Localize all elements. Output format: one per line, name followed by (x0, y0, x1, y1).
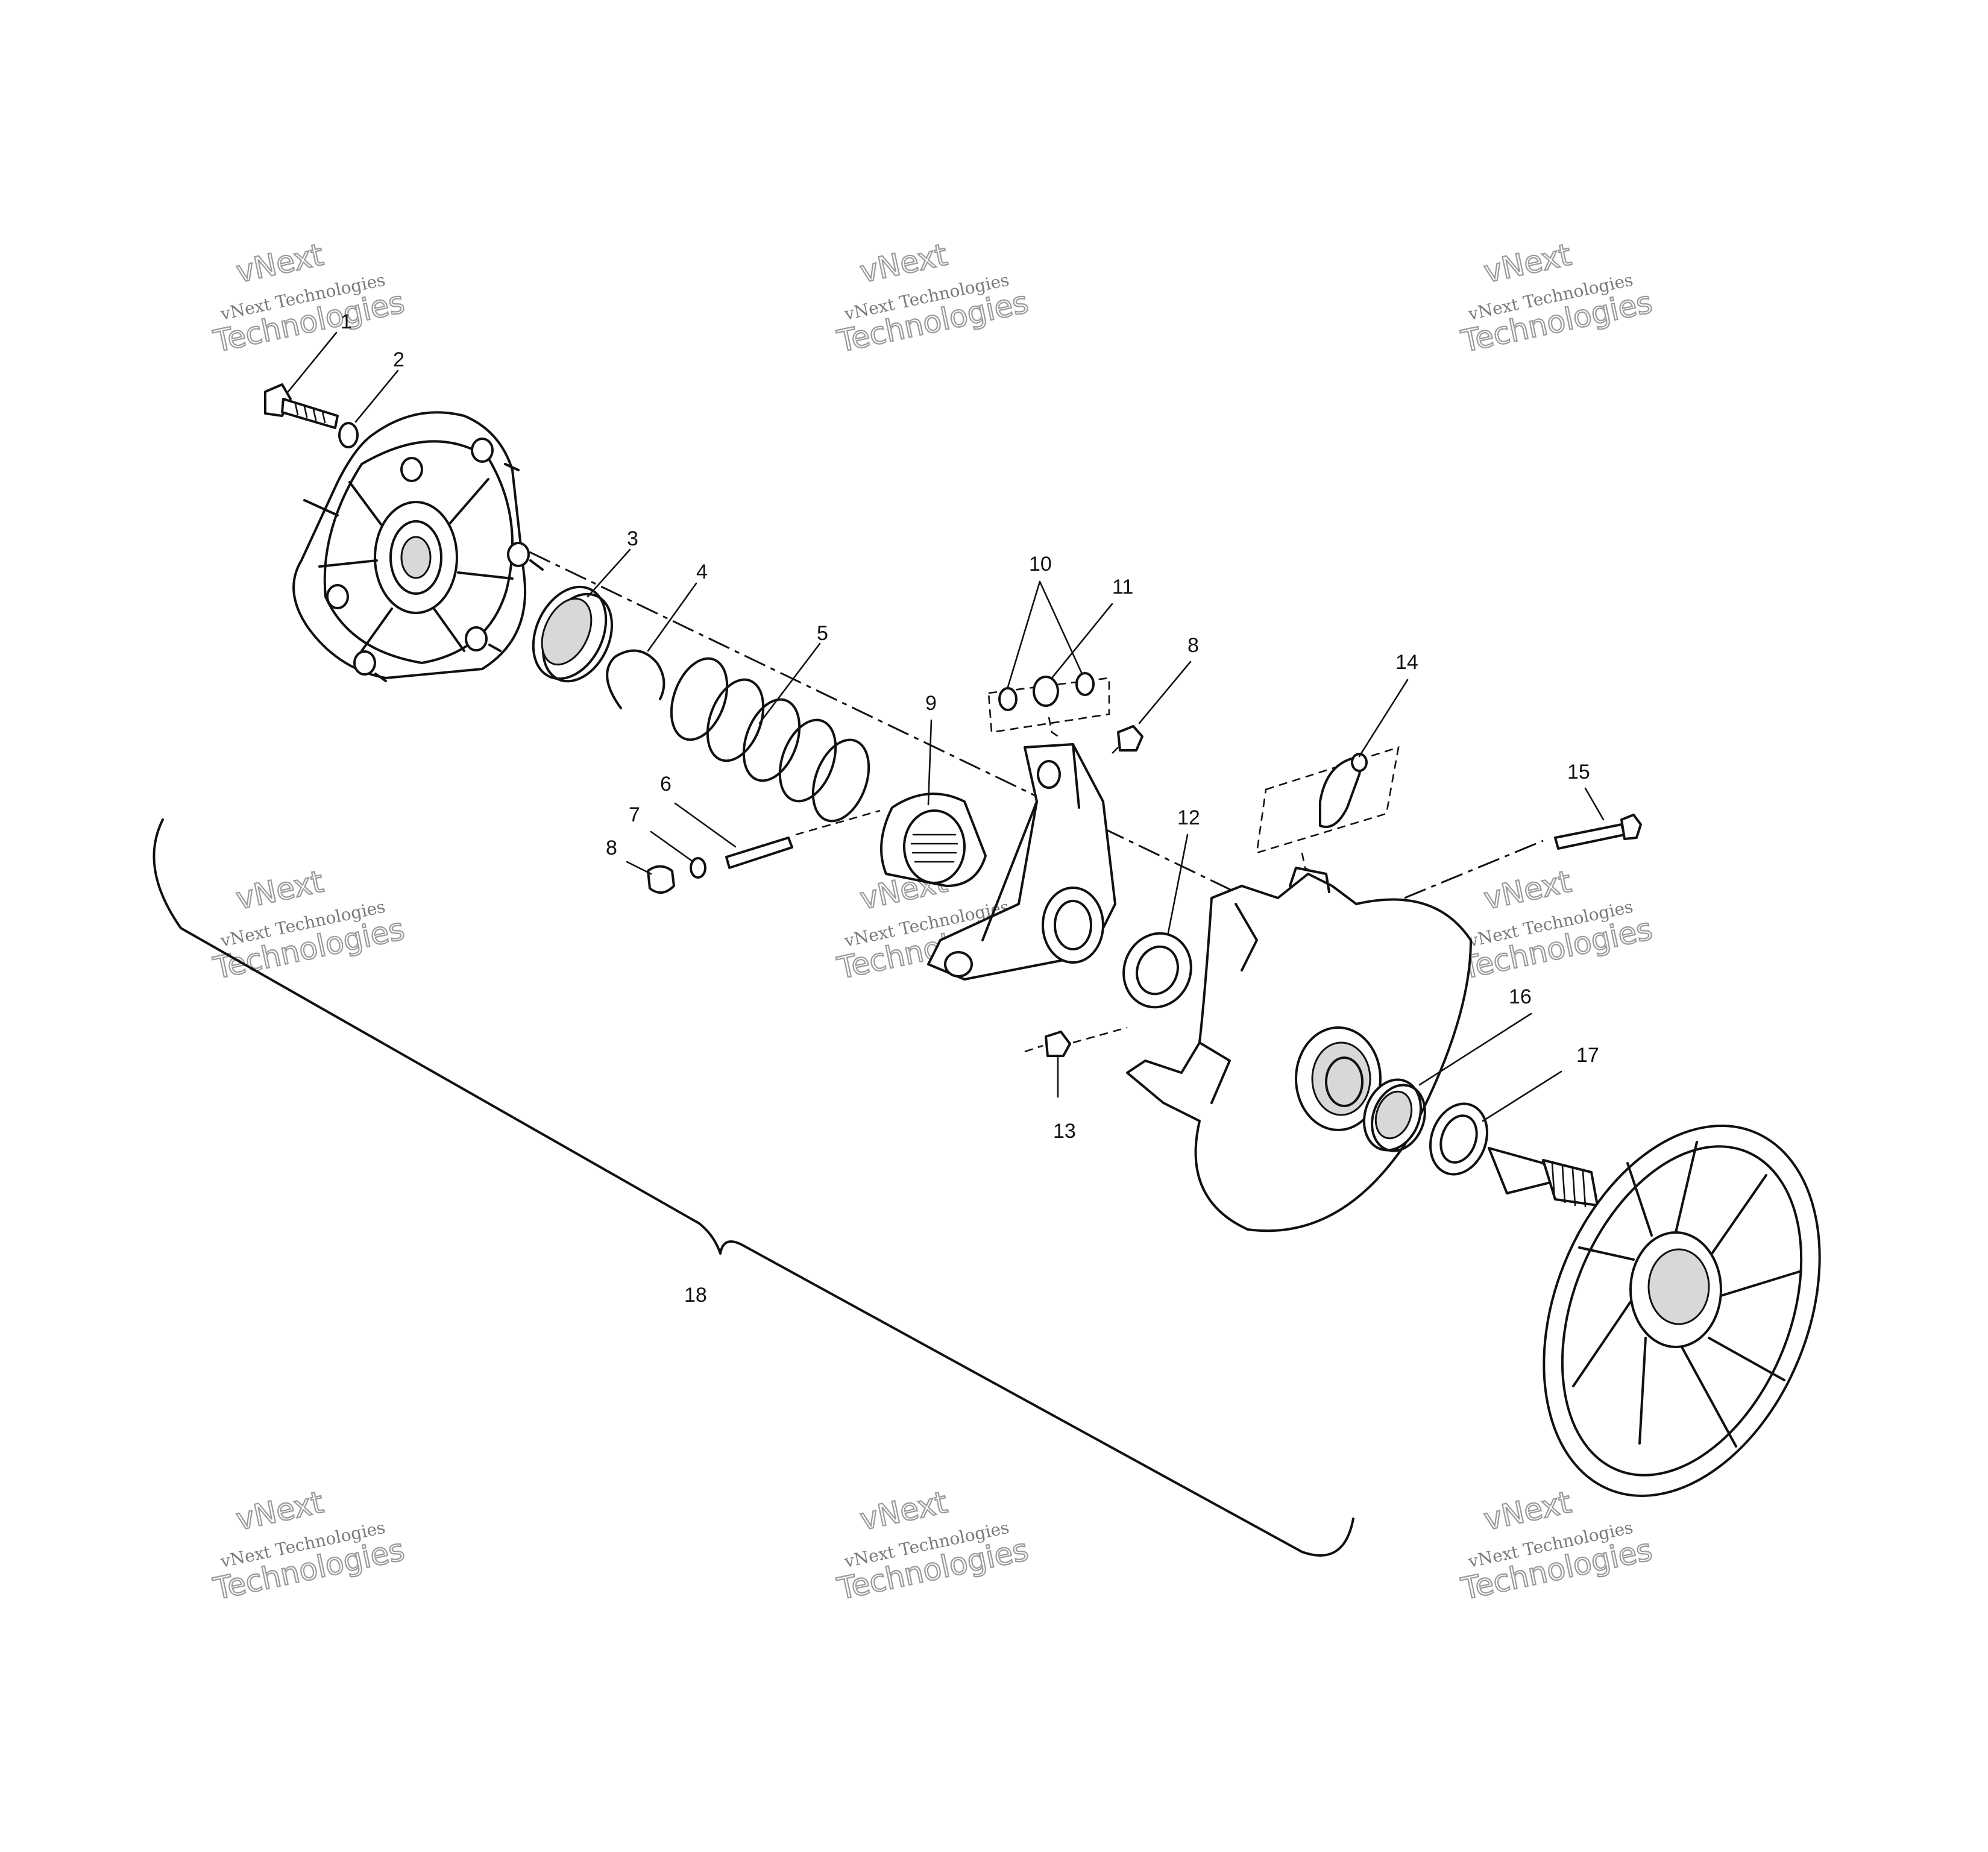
link-8 (1109, 747, 1119, 757)
callout-labels: 1 2 3 4 5 6 7 8 8 9 10 11 12 13 14 15 16… (341, 310, 1599, 1307)
part-9-roller (880, 793, 987, 887)
callout-14: 14 (1395, 651, 1418, 674)
part-17-washer (1429, 1102, 1489, 1176)
link-10 (1048, 717, 1062, 739)
callout-10: 10 (1029, 553, 1052, 576)
callout-12: 12 (1177, 806, 1200, 829)
callout-8-left: 8 (606, 837, 617, 859)
callout-9: 9 (925, 692, 937, 715)
axis-centerline (421, 499, 1248, 899)
moveable-sheave (1126, 867, 1472, 1232)
callout-6: 6 (660, 773, 672, 796)
callout-13: 13 (1053, 1120, 1076, 1143)
part-8-cap-left (647, 865, 675, 894)
watermark-vnext: vNext (233, 237, 327, 289)
watermark-vnext: vNext (857, 237, 951, 289)
part-10-washer-b (1075, 672, 1095, 696)
callout-4: 4 (696, 560, 708, 583)
callout-18: 18 (684, 1284, 707, 1307)
link-14 (1301, 852, 1315, 875)
part-1-bolt (264, 383, 339, 429)
watermark-vnext: vNext (233, 864, 327, 916)
part-2-washer (338, 422, 359, 448)
fixed-sheave (1488, 1125, 1821, 1497)
callout-1: 1 (341, 310, 352, 333)
callout-5: 5 (817, 622, 828, 645)
leader-lines (287, 331, 1605, 1122)
part-15-bolt (1554, 814, 1642, 850)
part-4-snap-ring (606, 649, 665, 709)
callout-18-17: 17 (1576, 1044, 1599, 1067)
part-7-o-ring (690, 857, 706, 879)
part-10-11-frame (987, 677, 1110, 733)
weight-arm (927, 743, 1116, 981)
axis-centerline-right (1404, 840, 1544, 899)
end-cover (292, 411, 544, 682)
callout-7: 7 (629, 803, 640, 826)
pin-axis (795, 809, 881, 836)
callout-15: 15 (1567, 761, 1590, 783)
watermark-vnext: vNext (233, 1484, 327, 1537)
part-14-hole (1351, 753, 1368, 772)
watermark-vnext: vNext (1481, 237, 1574, 289)
watermark-vnext: vNext (857, 1484, 951, 1537)
part-12-washer (1122, 932, 1192, 1009)
part-16-bushing (1362, 1078, 1426, 1152)
part-11-bushing (1033, 676, 1059, 707)
part-8-nut-right (1117, 725, 1143, 752)
part-10-washer-a (998, 687, 1018, 711)
callout-3: 3 (627, 527, 638, 550)
link-13 (1024, 1026, 1128, 1053)
part-3-bushing (532, 585, 614, 683)
part-13-nut (1045, 1031, 1071, 1057)
callout-11: 11 (1112, 576, 1133, 598)
watermark-vnext: vNext (1481, 1484, 1574, 1537)
callout-16: 16 (1509, 985, 1532, 1008)
part-5-spring (670, 657, 870, 823)
callout-2: 2 (393, 348, 404, 371)
part-6-pin (725, 837, 793, 869)
part-14-frame (1256, 746, 1400, 854)
watermark-vnext: vNext (1481, 864, 1574, 916)
brace-18 (153, 818, 1354, 1557)
callout-8-right: 8 (1187, 634, 1199, 657)
